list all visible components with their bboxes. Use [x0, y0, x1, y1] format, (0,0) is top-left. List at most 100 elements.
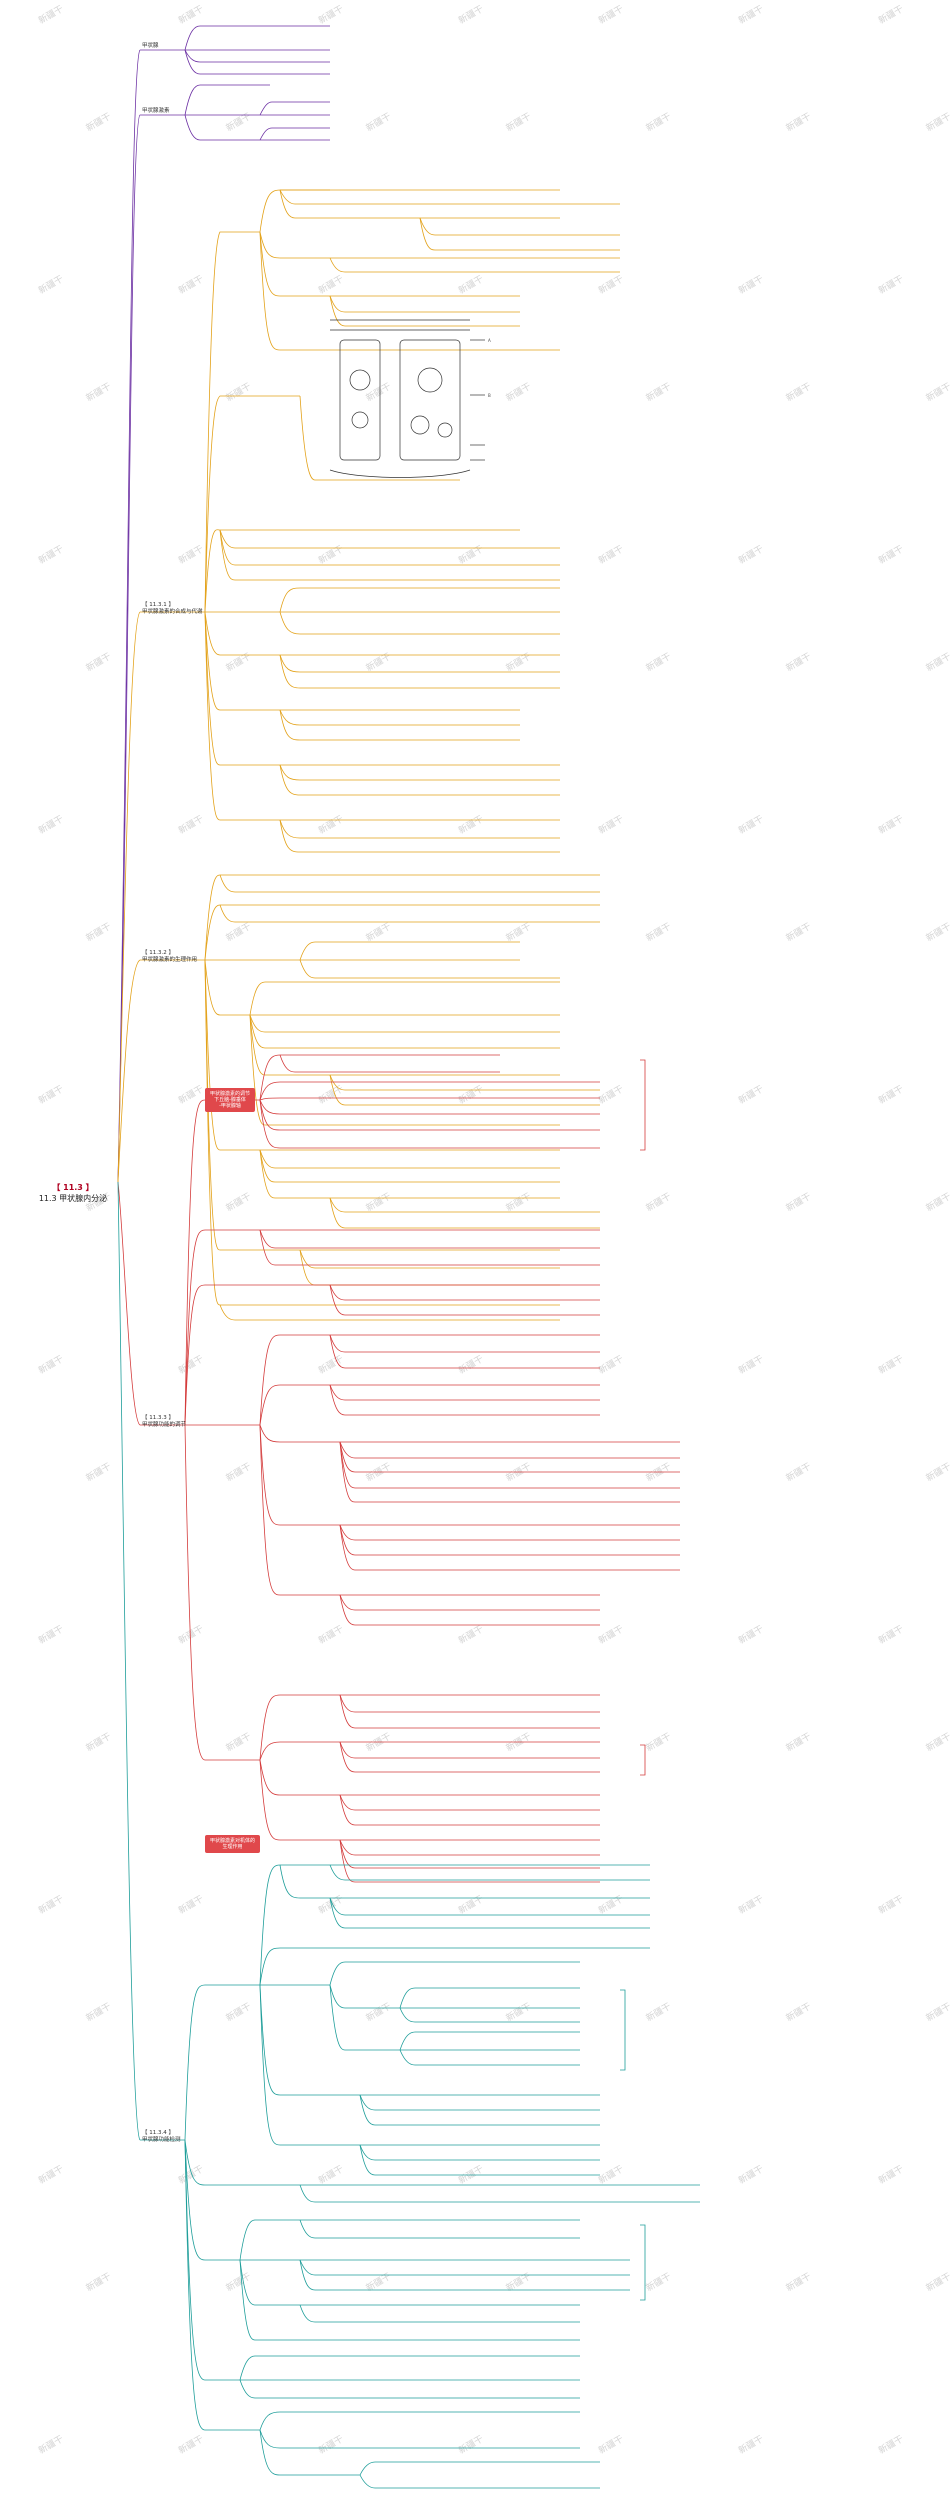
branch-orange-2 — [117, 874, 600, 1321]
watermark-text: 新疆干 — [736, 3, 765, 27]
watermark-text: 新疆干 — [176, 813, 205, 837]
watermark-text: 新疆干 — [924, 1730, 950, 1754]
root-tag: 【 11.3 】 — [52, 1183, 94, 1192]
branch-label-jjss2: 甲状腺激素 — [142, 106, 170, 114]
watermark-text: 新疆干 — [736, 543, 765, 567]
watermark-text: 新疆干 — [924, 1460, 950, 1484]
watermark-text: 新疆干 — [224, 1460, 253, 1484]
watermark-text: 新疆干 — [596, 2433, 625, 2457]
watermark-text: 新疆干 — [784, 2270, 813, 2294]
watermark-text: 新疆干 — [456, 3, 485, 27]
watermark-text: 新疆干 — [84, 2270, 113, 2294]
watermark-text: 新疆干 — [736, 1893, 765, 1917]
watermark-text: 新疆干 — [364, 380, 393, 404]
watermark-text: 新疆干 — [364, 110, 393, 134]
watermark-text: 新疆干 — [784, 1730, 813, 1754]
watermark-text: 新疆干 — [736, 273, 765, 297]
watermark-text: 新疆干 — [224, 110, 253, 134]
watermark-text: 新疆干 — [316, 273, 345, 297]
watermark-text: 新疆干 — [736, 2163, 765, 2187]
watermark-text: 新疆干 — [504, 2000, 533, 2024]
watermark-text: 新疆干 — [596, 813, 625, 837]
watermark-text: 新疆干 — [364, 920, 393, 944]
watermark-text: 新疆干 — [504, 920, 533, 944]
watermark-text: 新疆干 — [224, 650, 253, 674]
watermark-text: 新疆干 — [316, 813, 345, 837]
diagram-labels: A B — [488, 338, 491, 398]
watermark-text: 新疆干 — [876, 273, 905, 297]
watermark-text: 新疆干 — [456, 1353, 485, 1377]
watermark-text: 新疆干 — [84, 920, 113, 944]
watermark-text: 新疆干 — [596, 273, 625, 297]
watermark-text: 新疆干 — [876, 813, 905, 837]
watermark-text: 新疆干 — [596, 1893, 625, 1917]
svg-text:A: A — [488, 338, 491, 343]
watermark-text: 新疆干 — [176, 1893, 205, 1917]
watermark-text: 新疆干 — [36, 3, 65, 27]
watermark-text: 新疆干 — [316, 1623, 345, 1647]
root-node: 【 11.3 】 11.3 甲状腺内分泌 — [28, 1182, 118, 1204]
watermark-text: 新疆干 — [36, 813, 65, 837]
watermark-text: 新疆干 — [456, 543, 485, 567]
watermark-text: 新疆干 — [364, 2270, 393, 2294]
branch-label-tiaojie: 【 11.3.3 】甲状腺功能的调节 — [142, 1414, 187, 1428]
watermark-text: 新疆干 — [36, 2433, 65, 2457]
watermark-text: 新疆干 — [736, 813, 765, 837]
watermark-text: 新疆干 — [316, 543, 345, 567]
watermark-text: 新疆干 — [876, 1083, 905, 1107]
watermark-text: 新疆干 — [504, 650, 533, 674]
watermark-text: 新疆干 — [36, 1893, 65, 1917]
watermark-text: 新疆干 — [176, 2163, 205, 2187]
watermark-text: 新疆干 — [36, 543, 65, 567]
watermark-text: 新疆干 — [504, 110, 533, 134]
watermark-text: 新疆干 — [644, 110, 673, 134]
branch-teal — [117, 1181, 700, 2489]
thyroid-cell-diagram — [329, 319, 485, 478]
watermark-text: 新疆干 — [176, 543, 205, 567]
watermark-text: 新疆干 — [596, 2163, 625, 2187]
branch-purple — [117, 25, 330, 1183]
watermark-text: 新疆干 — [364, 650, 393, 674]
watermark-text: 新疆干 — [176, 2433, 205, 2457]
watermark-text: 新疆干 — [84, 1730, 113, 1754]
watermark-text: 新疆干 — [36, 273, 65, 297]
watermark-text: 新疆干 — [924, 920, 950, 944]
watermark-text: 新疆干 — [176, 1083, 205, 1107]
watermark-text: 新疆干 — [364, 2000, 393, 2024]
watermark-text: 新疆干 — [784, 2000, 813, 2024]
watermark-text: 新疆干 — [644, 2270, 673, 2294]
red-box-middle: 甲状腺激素的调节 下丘脑-腺垂体 -甲状腺轴 — [205, 1088, 256, 1112]
watermark-text: 新疆干 — [736, 2433, 765, 2457]
watermark-text: 新疆干 — [316, 3, 345, 27]
watermark-text: 新疆干 — [456, 2433, 485, 2457]
watermark-text: 新疆干 — [596, 1083, 625, 1107]
watermark-text: 新疆干 — [224, 920, 253, 944]
watermark-text: 新疆干 — [736, 1623, 765, 1647]
watermark-text: 新疆干 — [456, 1893, 485, 1917]
watermark-text: 新疆干 — [316, 1893, 345, 1917]
branch-label-jjss: 甲状腺 — [142, 41, 159, 49]
watermark-text: 新疆干 — [784, 380, 813, 404]
watermark-text: 新疆干 — [36, 1623, 65, 1647]
watermark-text: 新疆干 — [644, 1730, 673, 1754]
watermark-text: 新疆干 — [924, 650, 950, 674]
watermark-text: 新疆干 — [644, 2000, 673, 2024]
watermark-text: 新疆干 — [456, 813, 485, 837]
watermark-text: 新疆干 — [224, 380, 253, 404]
red-box-lower: 甲状腺激素对机体的 生理作用 — [205, 1835, 261, 1853]
watermark-text: 新疆干 — [736, 1353, 765, 1377]
watermark-text: 新疆干 — [924, 110, 950, 134]
watermark-text: 新疆干 — [176, 3, 205, 27]
watermark-text: 新疆干 — [176, 1353, 205, 1377]
watermark-text: 新疆干 — [644, 380, 673, 404]
watermark-text: 新疆干 — [876, 543, 905, 567]
svg-text:B: B — [488, 393, 491, 398]
branch-label-jiance: 【 11.3.4 】甲状腺功能检测 — [142, 2129, 181, 2143]
watermark-text: 新疆干 — [596, 543, 625, 567]
watermark-text: 新疆干 — [784, 1190, 813, 1214]
watermark-text: 新疆干 — [736, 1083, 765, 1107]
watermark-text: 新疆干 — [224, 1190, 253, 1214]
watermark-text: 新疆干 — [84, 380, 113, 404]
watermark-text: 新疆干 — [456, 2163, 485, 2187]
